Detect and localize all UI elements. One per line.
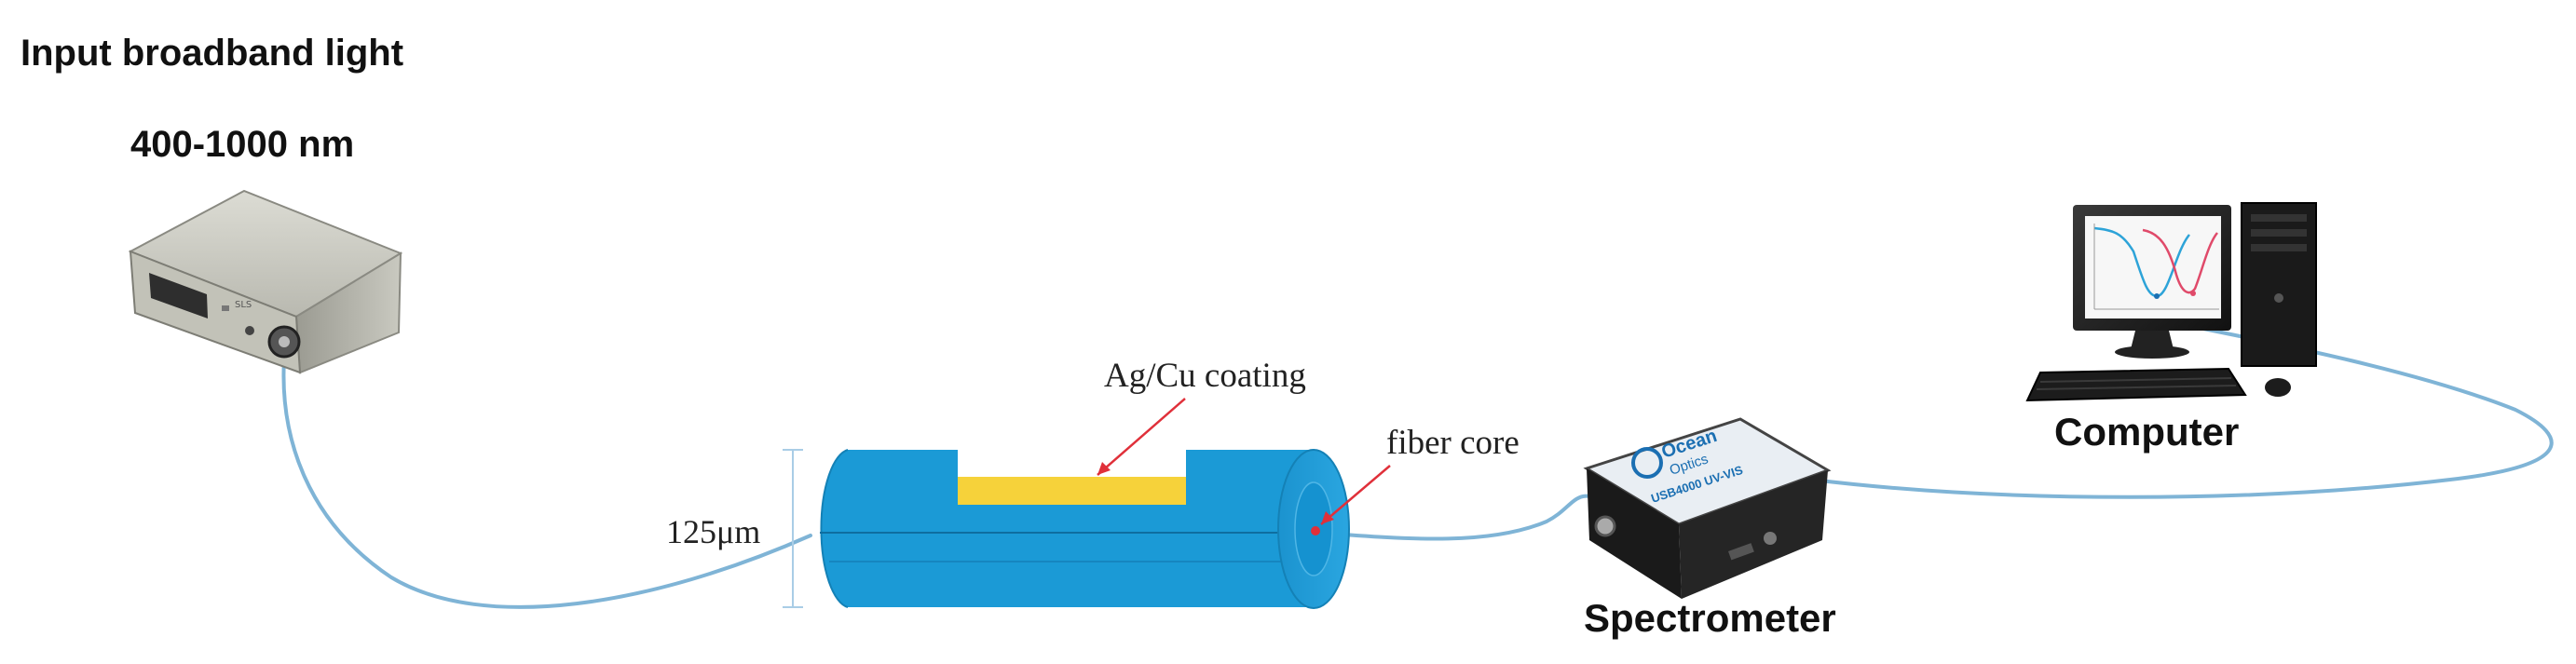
computer-workstation [2025, 202, 2317, 402]
screen-spectrum-curve-2 [2142, 228, 2218, 294]
coating-label: Ag/Cu coating [1104, 357, 1306, 395]
fiber-core-pointer [1320, 465, 1391, 525]
keyboard [2025, 367, 2247, 402]
cable-sensor-to-spectrometer [1316, 494, 1609, 541]
fiber-cladding-body [821, 450, 1314, 607]
power-knob [245, 326, 254, 335]
display-panel [149, 273, 208, 318]
fiber-sensor [820, 449, 1350, 609]
coating-pointer [1097, 398, 1186, 476]
mouse [2265, 378, 2291, 397]
diameter-dimension [783, 449, 803, 608]
cable-spectrometer-to-computer [1810, 324, 2554, 499]
spectrometer-input-port [1594, 515, 1616, 537]
diameter-label: 125μm [666, 513, 760, 550]
svg-text:SLS: SLS [235, 300, 252, 310]
broadband-light-source: SLS [128, 189, 403, 374]
light-source-range: 400-1000 nm [130, 124, 354, 165]
spectrometer-device: Ocean Optics USB4000 UV-VIS [1583, 417, 1832, 599]
ag-cu-coating [958, 477, 1186, 505]
light-source-title: Input broadband light [20, 33, 403, 74]
fiber-cables [281, 324, 2554, 609]
spectrometer-label: Spectrometer [1584, 596, 1836, 640]
ocean-optics-logo-icon [1631, 447, 1663, 479]
monitor-screen [2085, 216, 2221, 318]
fiber-core-dot [1311, 526, 1320, 535]
computer-label: Computer [2054, 410, 2239, 454]
indicator-led [222, 305, 229, 311]
cable-source-to-sensor [281, 357, 812, 609]
pc-tower [2241, 202, 2317, 367]
fiber-core-label: fiber core [1386, 424, 1520, 462]
